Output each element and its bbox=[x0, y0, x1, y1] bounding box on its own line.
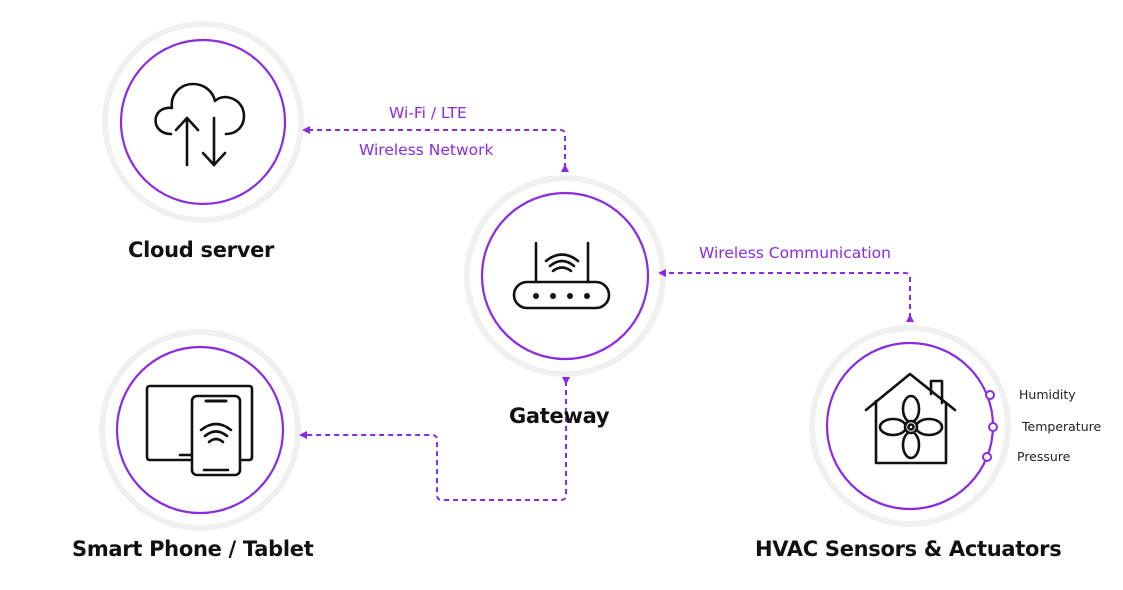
link-gateway-hvac bbox=[658, 269, 914, 322]
sensor-label-temperature: Temperature bbox=[1022, 419, 1102, 434]
hvac-title: HVAC Sensors & Actuators bbox=[755, 537, 1062, 561]
wireless-network-label: Wireless Network bbox=[359, 141, 494, 159]
hvac-node bbox=[809, 325, 1011, 527]
humidity-sensor-dot bbox=[985, 390, 995, 400]
link-gateway-devices bbox=[299, 377, 570, 501]
cloud-inner-ring bbox=[119, 38, 287, 206]
cloud-upload-download-icon bbox=[154, 82, 246, 167]
router-icon bbox=[512, 241, 611, 310]
cloud-server-node bbox=[102, 21, 304, 223]
smart-phone-tablet-title: Smart Phone / Tablet bbox=[72, 537, 314, 561]
phone-tablet-wifi-icon bbox=[145, 384, 254, 477]
house-fan-icon bbox=[864, 372, 957, 465]
pressure-sensor-dot bbox=[982, 452, 992, 462]
smart-phone-tablet-node bbox=[99, 329, 301, 531]
temperature-sensor-dot bbox=[988, 422, 998, 432]
gateway-node bbox=[464, 175, 666, 377]
sensor-label-humidity: Humidity bbox=[1019, 387, 1076, 402]
gateway-title: Gateway bbox=[509, 404, 610, 428]
wireless-communication-label: Wireless Communication bbox=[699, 244, 891, 262]
wifi-lte-label: Wi-Fi / LTE bbox=[389, 104, 467, 122]
sensor-label-pressure: Pressure bbox=[1017, 449, 1071, 464]
gateway-inner-ring bbox=[480, 191, 650, 361]
cloud-server-title: Cloud server bbox=[128, 238, 275, 262]
link-cloud-gateway bbox=[302, 126, 569, 172]
